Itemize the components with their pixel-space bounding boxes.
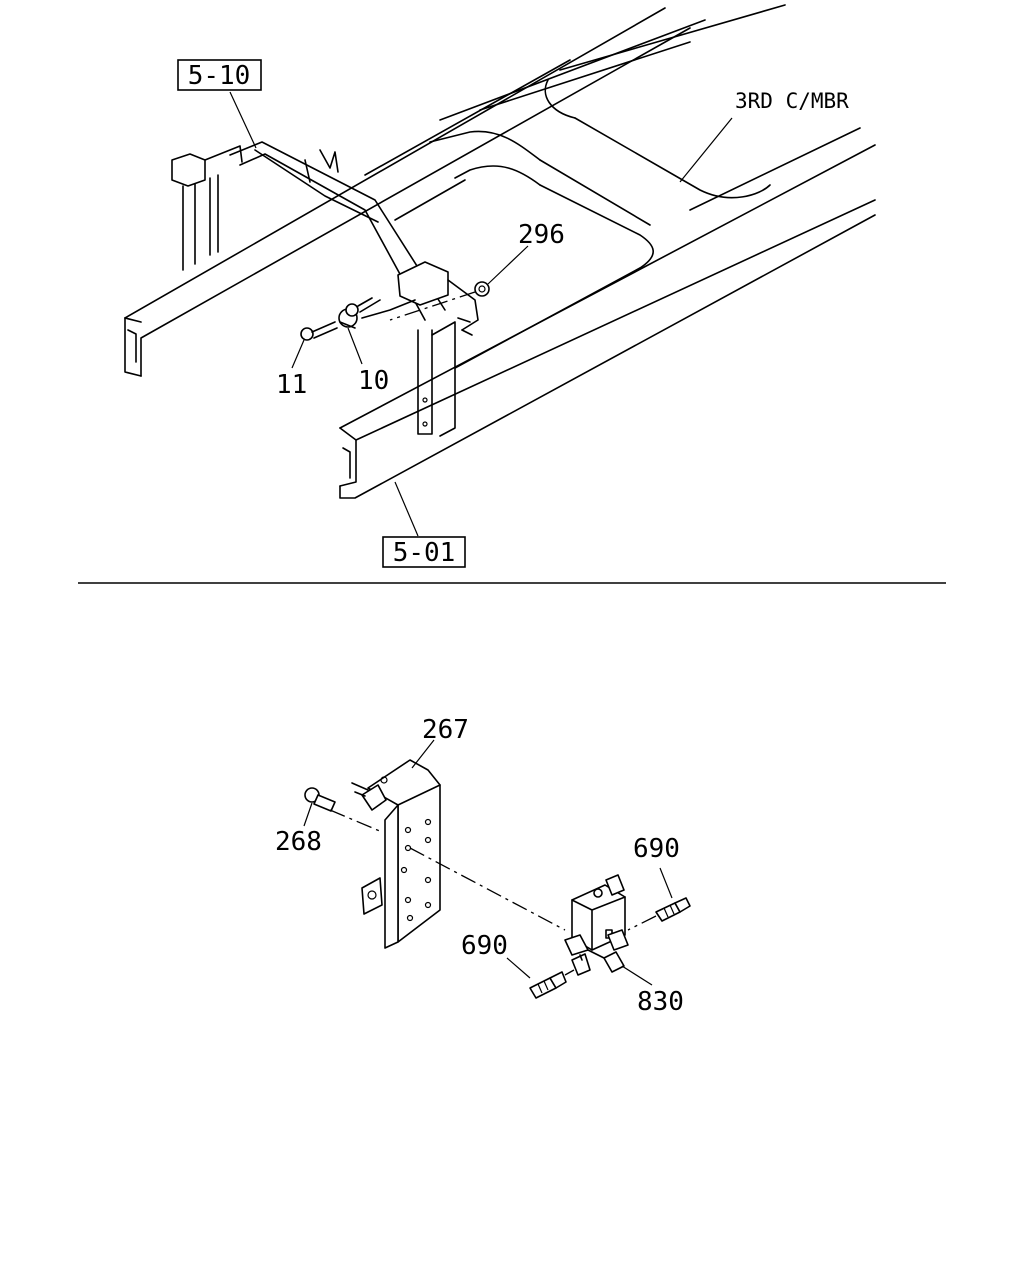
fitting-part-690-right [627, 897, 691, 931]
hanger-bracket [171, 141, 479, 437]
part-number-268: 268 [275, 827, 322, 857]
ref-label-5-10: 5-10 [188, 61, 251, 91]
crossmember-label: 3RD C/MBR [735, 89, 849, 113]
crossmember-plate [364, 4, 861, 369]
part-number-11: 11 [276, 370, 307, 400]
part-number-830: 830 [637, 987, 684, 1017]
ref-box-5-01 [382, 536, 466, 568]
ref-label-5-01: 5-01 [393, 538, 456, 568]
part-number-267: 267 [422, 715, 469, 745]
fitting-part-690-left [529, 969, 575, 999]
bracket-part-267 [351, 759, 441, 949]
part-number-296: 296 [518, 220, 565, 250]
frame-rail-upper [124, 7, 691, 377]
valve-part-10 [338, 297, 416, 329]
bolt-part-268 [304, 787, 383, 833]
bolt-part-11 [300, 321, 338, 341]
ref-box-5-10 [177, 59, 262, 91]
nut-part-296 [389, 281, 490, 321]
frame-rail-lower [339, 144, 876, 499]
valve-part-830 [564, 874, 629, 976]
part-number-690-left: 690 [461, 931, 508, 961]
part-number-690-right: 690 [633, 834, 680, 864]
bracket-valve-view: 267 268 690 690 830 [275, 715, 691, 1017]
part-number-10: 10 [358, 366, 389, 396]
frame-assembly-view: 5-10 5-01 3RD C/MBR 296 10 11 [124, 4, 876, 568]
